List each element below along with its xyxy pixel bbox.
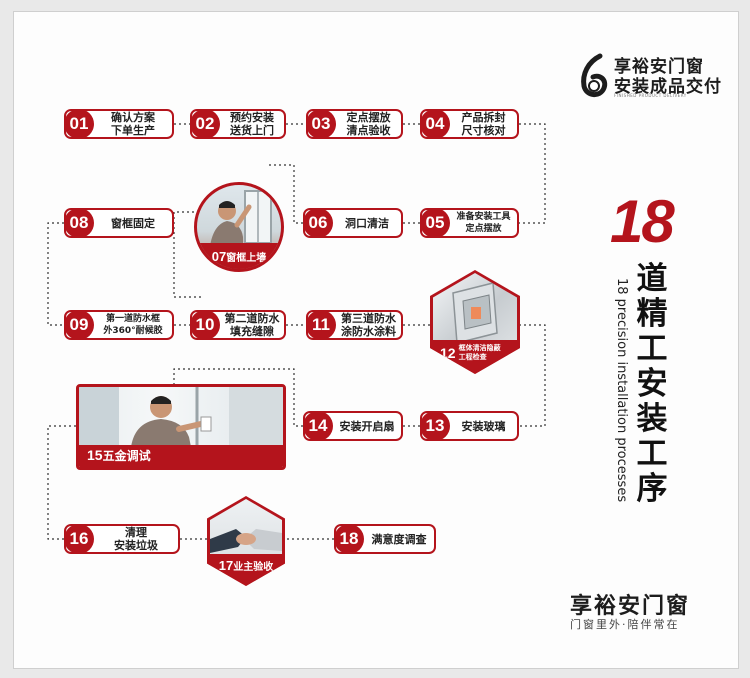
step-label: 安装玻璃 — [461, 419, 506, 433]
step-label: 安装开启扇 — [339, 419, 395, 433]
step-number: 03 — [306, 109, 336, 139]
step-08: 08 窗框固定 — [64, 208, 174, 238]
step-09: 09 第一道防水框 外360°耐候胶 — [64, 310, 174, 340]
top-brand-name: 享裕安门窗 — [614, 57, 704, 77]
step-number: 13 — [420, 411, 450, 441]
step-16: 16 清理 安装垃圾 — [64, 524, 180, 554]
step-06: 06 洞口清洁 — [303, 208, 403, 238]
step-number: 05 — [420, 208, 450, 238]
top-brand-slogan: 安装成品交付 — [614, 77, 722, 97]
title-english: 18 precision installation processes — [614, 278, 629, 503]
step-number: 18 — [334, 524, 364, 554]
step-label: 窗框固定 — [111, 216, 155, 230]
step-number: 02 — [190, 109, 220, 139]
step-07-photo: 07窗框上墙 — [194, 182, 284, 272]
handshake-illustration — [210, 529, 282, 553]
step-label: 窗框上墙 — [226, 253, 267, 264]
step-05: 05 准备安装工具 定点摆放 — [420, 208, 519, 238]
step-13: 13 安装玻璃 — [420, 411, 519, 441]
step-label: 满意度调查 — [371, 532, 427, 546]
step-17-caption: 17业主验收 — [207, 558, 285, 573]
step-02: 02 预约安装 送货上门 — [190, 109, 286, 139]
step-number: 09 — [64, 310, 94, 340]
step-label: 五金调试 — [102, 449, 151, 463]
step-number: 07 — [211, 249, 227, 264]
title-number: 18 — [610, 188, 675, 255]
poster: 享裕安门窗 安装成品交付 FINISHED PRODUCT DELIVERY 0… — [13, 11, 739, 669]
step-number: 15 — [87, 447, 103, 463]
step-07-caption-band — [197, 243, 281, 269]
step-label: 业主验收 — [233, 562, 274, 573]
step-number: 11 — [306, 310, 336, 340]
step-label: 洞口清洁 — [345, 216, 389, 230]
step-label: 第二道防水 填充缝隙 — [224, 312, 280, 338]
step-label: 框体清洁隐蔽 工程检查 — [458, 344, 501, 361]
step-15-caption-band — [79, 445, 283, 467]
bottom-brand-name: 享裕安门窗 — [570, 594, 691, 619]
step-01: 01 确认方案 下单生产 — [64, 109, 174, 139]
step-18: 18 满意度调查 — [334, 524, 436, 554]
step-14: 14 安装开启扇 — [303, 411, 403, 441]
step-number: 10 — [190, 310, 220, 340]
step-label: 预约安装 送货上门 — [230, 111, 274, 137]
step-number: 16 — [64, 524, 94, 554]
step-number: 04 — [420, 109, 450, 139]
step-07-caption: 07窗框上墙 — [197, 249, 281, 264]
step-label: 第一道防水框 外360°耐候胶 — [103, 314, 163, 336]
step-03: 03 定点摆放 清点验收 — [306, 109, 403, 139]
step-number: 06 — [303, 208, 333, 238]
step-label: 第三道防水 涂防水涂料 — [341, 312, 396, 338]
top-brand-small: FINISHED PRODUCT DELIVERY — [614, 93, 687, 98]
step-label: 准备安装工具 定点摆放 — [456, 212, 511, 234]
step-label: 定点摆放 清点验收 — [346, 111, 391, 137]
step-number: 08 — [64, 208, 94, 238]
step-15-photo: 15五金调试 — [76, 384, 286, 470]
worker-illustration — [79, 387, 283, 447]
step-label: 产品拆封 尺寸核对 — [461, 111, 506, 137]
step-number: 01 — [64, 109, 94, 139]
step-15-caption: 15五金调试 — [87, 447, 151, 464]
window-profile-illustration — [452, 282, 498, 344]
step-number: 14 — [303, 411, 333, 441]
step-10: 10 第二道防水 填充缝隙 — [190, 310, 286, 340]
step-11: 11 第三道防水 涂防水涂料 — [306, 310, 403, 340]
step-label: 清理 安装垃圾 — [114, 526, 158, 552]
bottom-brand-slogan: 门窗里外·陪伴常在 — [570, 618, 680, 631]
step-number: 17 — [218, 558, 234, 573]
flow-connectors — [47, 123, 546, 540]
step-17-photo: 17业主验收 — [207, 496, 285, 586]
brand-logo-icon — [581, 53, 608, 97]
step-04: 04 产品拆封 尺寸核对 — [420, 109, 519, 139]
step-label: 确认方案 下单生产 — [111, 111, 155, 137]
title-chinese: 道精工安装工序 — [636, 261, 668, 507]
